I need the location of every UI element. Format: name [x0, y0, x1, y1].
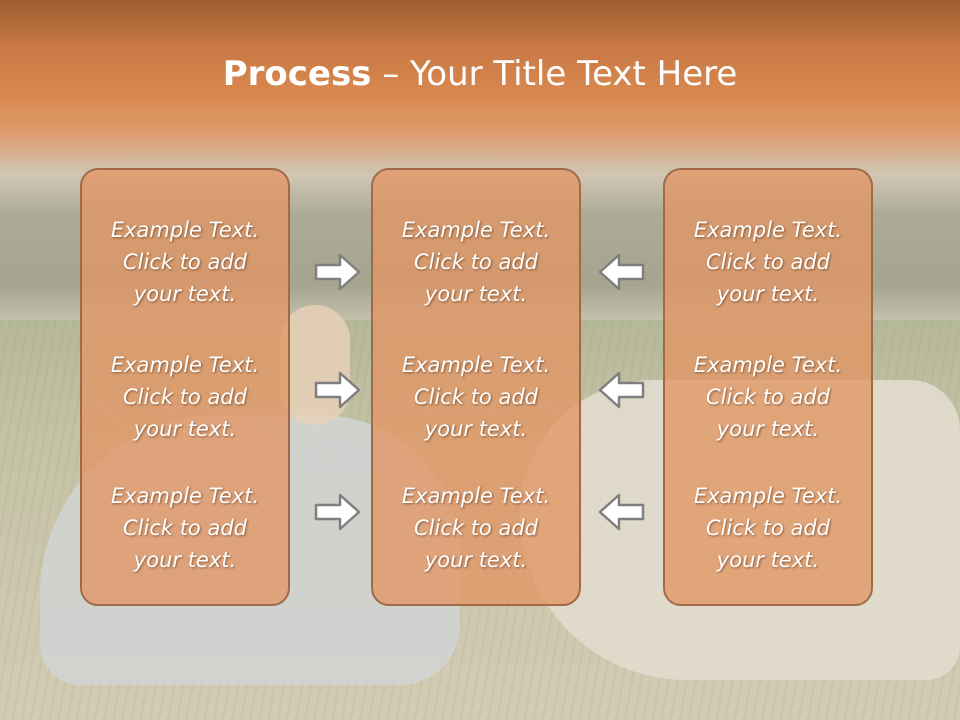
- text-line: Example Text.: [110, 484, 260, 508]
- text-line: Click to add: [705, 516, 830, 540]
- title-rest: – Your Title Text Here: [371, 54, 738, 94]
- text-block[interactable]: Example Text. Click to add your text.: [82, 349, 288, 445]
- text-line: your text.: [424, 282, 528, 306]
- text-line: your text.: [133, 548, 237, 572]
- arrow-right-icon: [314, 493, 361, 531]
- arrow-left-icon: [598, 371, 645, 409]
- text-block[interactable]: Example Text. Click to add your text.: [82, 214, 288, 310]
- text-block[interactable]: Example Text. Click to add your text.: [82, 480, 288, 576]
- text-block[interactable]: Example Text. Click to add your text.: [665, 480, 871, 576]
- text-line: Example Text.: [401, 484, 551, 508]
- text-line: Click to add: [413, 516, 538, 540]
- text-line: Example Text.: [110, 353, 260, 377]
- text-line: Click to add: [122, 250, 247, 274]
- text-line: Click to add: [122, 385, 247, 409]
- text-line: your text.: [424, 417, 528, 441]
- background-person-face: [280, 305, 350, 425]
- text-line: your text.: [424, 548, 528, 572]
- text-line: your text.: [716, 417, 820, 441]
- text-line: Example Text.: [401, 218, 551, 242]
- text-block[interactable]: Example Text. Click to add your text.: [373, 214, 579, 310]
- arrow-left-icon: [598, 493, 645, 531]
- text-block[interactable]: Example Text. Click to add your text.: [373, 349, 579, 445]
- text-line: Example Text.: [693, 218, 843, 242]
- arrow-right-icon: [314, 371, 361, 409]
- arrow-right-icon: [314, 253, 361, 291]
- text-block[interactable]: Example Text. Click to add your text.: [373, 480, 579, 576]
- text-line: your text.: [716, 282, 820, 306]
- title-bold: Process: [222, 54, 372, 94]
- process-box-center[interactable]: Example Text. Click to add your text. Ex…: [371, 168, 581, 606]
- text-block[interactable]: Example Text. Click to add your text.: [665, 214, 871, 310]
- text-line: Click to add: [413, 250, 538, 274]
- slide-title[interactable]: Process – Your Title Text Here: [0, 52, 960, 96]
- text-line: Click to add: [705, 385, 830, 409]
- text-line: Click to add: [122, 516, 247, 540]
- text-line: Example Text.: [401, 353, 551, 377]
- text-line: your text.: [133, 417, 237, 441]
- text-line: Example Text.: [693, 484, 843, 508]
- text-line: your text.: [133, 282, 237, 306]
- process-box-left[interactable]: Example Text. Click to add your text. Ex…: [80, 168, 290, 606]
- text-line: Example Text.: [110, 218, 260, 242]
- text-line: your text.: [716, 548, 820, 572]
- title-band: [0, 0, 960, 175]
- text-line: Example Text.: [693, 353, 843, 377]
- text-line: Click to add: [413, 385, 538, 409]
- process-box-right[interactable]: Example Text. Click to add your text. Ex…: [663, 168, 873, 606]
- arrow-left-icon: [598, 253, 645, 291]
- text-block[interactable]: Example Text. Click to add your text.: [665, 349, 871, 445]
- text-line: Click to add: [705, 250, 830, 274]
